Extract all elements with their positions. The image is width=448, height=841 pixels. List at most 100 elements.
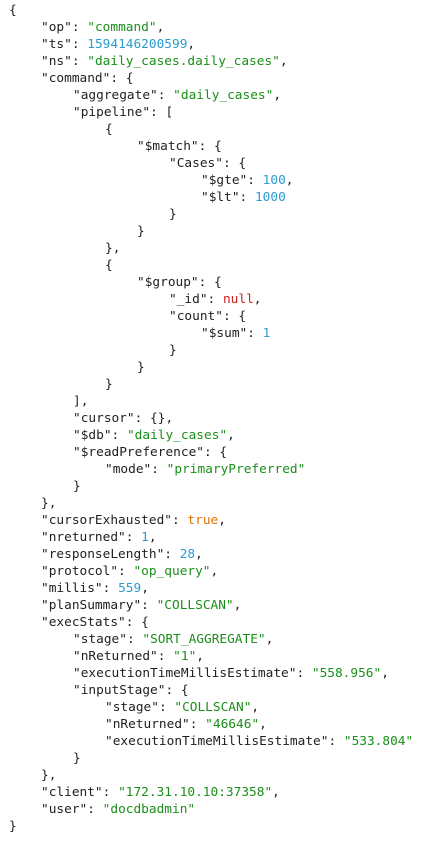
json-key: "ns" <box>41 54 72 69</box>
json-punctuation: : <box>157 88 174 103</box>
code-line: { <box>0 257 413 274</box>
code-line: "$lt": 1000 <box>0 189 413 206</box>
code-line: } <box>0 818 413 835</box>
code-line: "$gte": 100, <box>0 172 413 189</box>
json-key: "stage" <box>105 700 159 715</box>
json-string: "command" <box>87 20 157 35</box>
json-punctuation: : <box>125 530 142 545</box>
json-key: "$group" <box>137 275 199 290</box>
json-key: "protocol" <box>41 564 119 579</box>
code-line: { <box>0 121 413 138</box>
json-punctuation: : { <box>110 71 134 86</box>
json-punctuation: , <box>227 428 235 443</box>
code-line: "command": { <box>0 70 413 87</box>
json-punctuation: : { <box>165 683 189 698</box>
json-punctuation: : { <box>222 156 247 171</box>
code-line: } <box>0 223 413 240</box>
json-string: "daily_cases" <box>126 428 228 443</box>
json-punctuation: , <box>210 564 219 579</box>
code-line: "aggregate": "daily_cases", <box>0 87 413 104</box>
json-punctuation: : <box>126 632 143 647</box>
json-key: "ts" <box>41 37 72 52</box>
json-punctuation: , <box>279 54 288 69</box>
code-line: } <box>0 342 413 359</box>
json-string: "558.956" <box>311 666 382 681</box>
code-line: "$group": { <box>0 274 413 291</box>
json-key: "executionTimeMillisEstimate" <box>73 666 297 681</box>
json-string: "primaryPreferred" <box>166 462 306 477</box>
json-key: "$sum" <box>201 326 248 341</box>
json-punctuation: : <box>164 547 180 562</box>
json-punctuation: : <box>151 462 167 477</box>
json-key: "executionTimeMillisEstimate" <box>105 734 329 749</box>
json-punctuation: , <box>218 513 226 528</box>
json-key: "Cases" <box>169 156 223 171</box>
json-punctuation: : { <box>222 309 247 324</box>
code-line: "execStats": { <box>0 614 413 631</box>
json-string: "COLLSCAN" <box>156 598 234 613</box>
json-key: "millis" <box>41 581 103 596</box>
json-string: "SORT_AGGREGATE" <box>142 632 266 647</box>
json-punctuation: , <box>273 88 282 103</box>
json-punctuation: }, <box>105 241 121 256</box>
json-number: 100 <box>262 173 286 188</box>
json-key: "responseLength" <box>41 547 165 562</box>
json-number: 559 <box>118 581 142 596</box>
code-line: "executionTimeMillisEstimate": "533.804" <box>0 733 413 750</box>
json-punctuation: , <box>381 666 389 681</box>
json-code-block: {"op": "command","ts": 1594146200599,"ns… <box>0 2 413 835</box>
code-line: "user": "docdbadmin" <box>0 801 413 818</box>
json-punctuation: { <box>9 3 17 18</box>
code-line: "nReturned": "1", <box>0 648 413 665</box>
code-line: } <box>0 376 413 393</box>
code-line: }, <box>0 495 413 512</box>
json-string: "op_query" <box>133 564 211 579</box>
json-key: "cursorExhausted" <box>41 513 172 528</box>
json-number: 1594146200599 <box>87 37 188 52</box>
json-key: "$lt" <box>201 190 240 205</box>
json-string: "docdbadmin" <box>102 802 196 817</box>
json-punctuation: , <box>265 632 274 647</box>
json-punctuation: } <box>73 751 81 766</box>
code-line: ], <box>0 393 413 410</box>
json-string: "172.31.10.10:37358" <box>118 785 273 800</box>
code-line: "stage": "COLLSCAN", <box>0 699 413 716</box>
json-key: "inputStage" <box>73 683 166 698</box>
code-line: } <box>0 206 413 223</box>
json-boolean: true <box>187 513 219 528</box>
json-punctuation: , <box>195 547 203 562</box>
code-line: "ts": 1594146200599, <box>0 36 413 53</box>
json-punctuation: , <box>187 37 196 52</box>
json-number: 1 <box>141 530 149 545</box>
code-line: "stage": "SORT_AGGREGATE", <box>0 631 413 648</box>
code-line: } <box>0 478 413 495</box>
code-line: "cursorExhausted": true, <box>0 512 413 529</box>
code-line: "$sum": 1 <box>0 325 413 342</box>
json-string: "daily_cases.daily_cases" <box>87 54 280 69</box>
json-punctuation: } <box>73 479 81 494</box>
json-punctuation: , <box>141 581 149 596</box>
code-line: "$db": "daily_cases", <box>0 427 413 444</box>
json-key: "nReturned" <box>105 717 190 732</box>
code-line: "nreturned": 1, <box>0 529 413 546</box>
code-line: "op": "command", <box>0 19 413 36</box>
code-line: "count": { <box>0 308 413 325</box>
json-key: "op" <box>41 20 72 35</box>
code-line: { <box>0 2 413 19</box>
json-key: "$readPreference" <box>73 445 204 460</box>
json-key: "$gte" <box>201 173 248 188</box>
json-punctuation: , <box>272 785 280 800</box>
json-punctuation: : <box>247 326 263 341</box>
json-number: 1000 <box>254 190 286 205</box>
code-line: } <box>0 750 413 767</box>
json-punctuation: : <box>296 666 312 681</box>
code-line: "executionTimeMillisEstimate": "558.956"… <box>0 665 413 682</box>
json-key: "user" <box>41 802 88 817</box>
json-punctuation: , <box>259 717 267 732</box>
json-key: "$match" <box>137 139 199 154</box>
json-punctuation: } <box>9 819 17 834</box>
json-punctuation: : { <box>198 139 222 154</box>
code-line: "nReturned": "46646", <box>0 716 413 733</box>
json-punctuation: { <box>105 122 113 137</box>
code-line: "client": "172.31.10.10:37358", <box>0 784 413 801</box>
